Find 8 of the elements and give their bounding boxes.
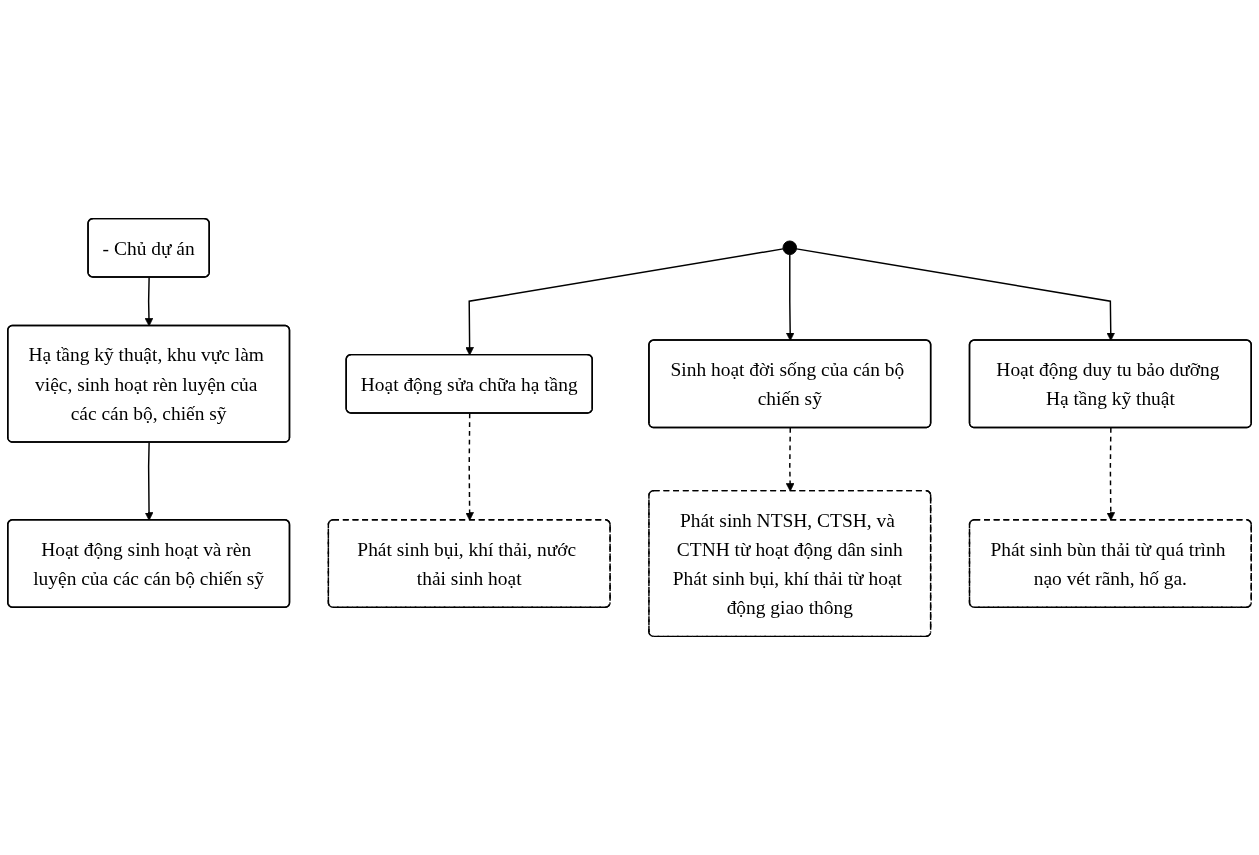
arrow	[144, 276, 154, 327]
arrow	[795, 248, 1116, 341]
arrow	[785, 427, 795, 492]
arrow	[465, 248, 784, 356]
arrow	[785, 253, 795, 341]
arrow	[465, 412, 474, 521]
arrow	[144, 441, 154, 521]
arrow	[1106, 427, 1116, 521]
